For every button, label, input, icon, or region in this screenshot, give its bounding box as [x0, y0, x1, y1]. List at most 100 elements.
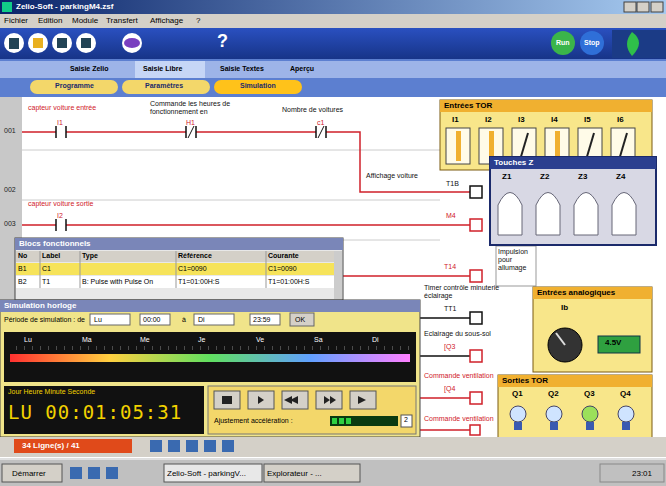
table-cell: T1=01:00H:S [268, 278, 309, 286]
panel-label: I3 [518, 115, 525, 124]
coil-name: [Q4 [444, 385, 455, 393]
table-cell: B: Pulse with Pulse On [82, 278, 153, 286]
coil-comment: Eclairage du sous-sol [424, 330, 491, 338]
combo-value: Lu [94, 316, 102, 324]
coil-name: T14 [444, 263, 456, 271]
start-button: Démarrer [12, 469, 46, 478]
tray-clock: 23:01 [632, 469, 652, 478]
contact-name: I2 [57, 212, 63, 220]
tab: Saisie Zelio [70, 65, 109, 73]
day-label: Di [372, 336, 379, 344]
combo-value: Di [198, 316, 205, 324]
taskbar-button: Zelio-Soft - parkingV... [167, 469, 246, 478]
status-text: 34 Ligne(s) / 41 [22, 441, 80, 450]
window-title: Sorties TOR [502, 376, 548, 385]
keys-panel: Touches Z Z1 Z2 Z3 Z4 [490, 157, 656, 245]
analog-panel: Entrées analogiquesIb 4.5V [533, 287, 652, 372]
note-text: Impulsion pour allumage [498, 248, 534, 272]
coil-name: TT1 [444, 305, 456, 313]
window-title: Zelio-Soft - parkingM4.zsf [16, 2, 113, 11]
day-label: Me [140, 336, 150, 344]
day-label: Ma [82, 336, 92, 344]
menu-item: ? [196, 16, 200, 25]
help-button: ? [217, 31, 228, 52]
panel-label: I4 [551, 115, 558, 124]
menu-item: Affichage [150, 16, 183, 25]
panel-label: I2 [485, 115, 492, 124]
day-label: Lu [24, 336, 32, 344]
table-cell: C1=0090 [178, 265, 207, 273]
panel-label: Z4 [616, 172, 625, 181]
coil-comment: Commande ventilation [424, 415, 494, 423]
tab: Saisie Textes [220, 65, 264, 73]
subtab: Paramètres [145, 82, 183, 90]
field-label: Ajustement accélération : [214, 417, 293, 425]
table-cell: C1 [42, 265, 51, 273]
clock-caption: Jour Heure Minute Seconde [8, 388, 95, 396]
table-cell: B1 [18, 265, 27, 273]
panel-label: Q3 [584, 389, 595, 398]
panel-label: Q2 [548, 389, 559, 398]
panel-label: I1 [452, 115, 459, 124]
table-header: Label [42, 252, 60, 260]
panel-label: I5 [584, 115, 591, 124]
table-header: Type [82, 252, 98, 260]
window-title: Touches Z [494, 158, 533, 167]
contact-comment: capteur voiture entrée [28, 104, 96, 112]
panel-label: Z1 [502, 172, 511, 181]
table-header: Courante [268, 252, 299, 260]
window-title: Entrées analogiques [537, 288, 615, 297]
menu-item: Transfert [106, 16, 138, 25]
clock-display: LU 00:01:05:31 [8, 402, 182, 424]
acceleration-value: 2 [404, 416, 408, 424]
menu-item: Fichier [4, 16, 28, 25]
taskbar-button: Explorateur - ... [267, 469, 322, 478]
rung-number: 003 [4, 220, 16, 228]
contact-name: I1 [57, 119, 63, 127]
panel-label: Z2 [540, 172, 549, 181]
combo-value: 00:00 [143, 316, 161, 324]
panel-label: I6 [617, 115, 624, 124]
stop-button: Stop [584, 39, 600, 47]
rung-number: 002 [4, 186, 16, 194]
panel-label: 4.5V [605, 338, 621, 347]
output-panel: Sorties TOR Q1 Q2 Q3 Q4 [498, 375, 652, 440]
contact-comment: Nombre de voitures [282, 106, 343, 114]
table-header: Référence [178, 252, 212, 260]
contact-name: c1 [317, 119, 324, 127]
panel-label: Q4 [620, 389, 631, 398]
coil-name: T1B [446, 180, 459, 188]
coil-name: M4 [446, 212, 456, 220]
day-label: Je [198, 336, 205, 344]
subtab: Programme [55, 82, 94, 90]
panel-label: Q1 [512, 389, 523, 398]
combo-value: 23:59 [253, 316, 271, 324]
rung-number: 001 [4, 127, 16, 135]
window-title: Simulation horloge [4, 301, 76, 310]
coil-name: [Q3 [444, 343, 455, 351]
tab: Aperçu [290, 65, 314, 73]
input-panel: Entrées TOR I1 I2 I3 I4 I5 I6 [440, 100, 652, 170]
table-cell: C1=0090 [268, 265, 297, 273]
contact-name: H1 [186, 119, 195, 127]
contact-comment: Commande les heures de fonctionnement en [150, 100, 260, 116]
run-button: Run [556, 39, 570, 47]
table-cell: T1=01:00H:S [178, 278, 219, 286]
window-title: Blocs fonctionnels [19, 239, 91, 248]
table-header: No [18, 252, 27, 260]
field-label: Période de simulation : de [4, 316, 85, 324]
field-label: à [182, 316, 186, 324]
contact-comment: capteur voiture sortie [28, 200, 93, 208]
tab: Saisie Libre [143, 65, 182, 73]
coil-comment: Affichage voiture [366, 172, 418, 180]
menu-item: Module [72, 16, 98, 25]
coil-comment: Commande ventilation [424, 372, 494, 380]
panel-label: Z3 [578, 172, 587, 181]
day-label: Ve [256, 336, 264, 344]
coil-comment: Timer contrôle minuterie éclairage [424, 284, 524, 300]
day-label: Sa [314, 336, 323, 344]
panel-label: Ib [561, 303, 568, 312]
window-title: Entrées TOR [444, 101, 492, 110]
ok-button: OK [295, 316, 305, 324]
table-cell: B2 [18, 278, 27, 286]
